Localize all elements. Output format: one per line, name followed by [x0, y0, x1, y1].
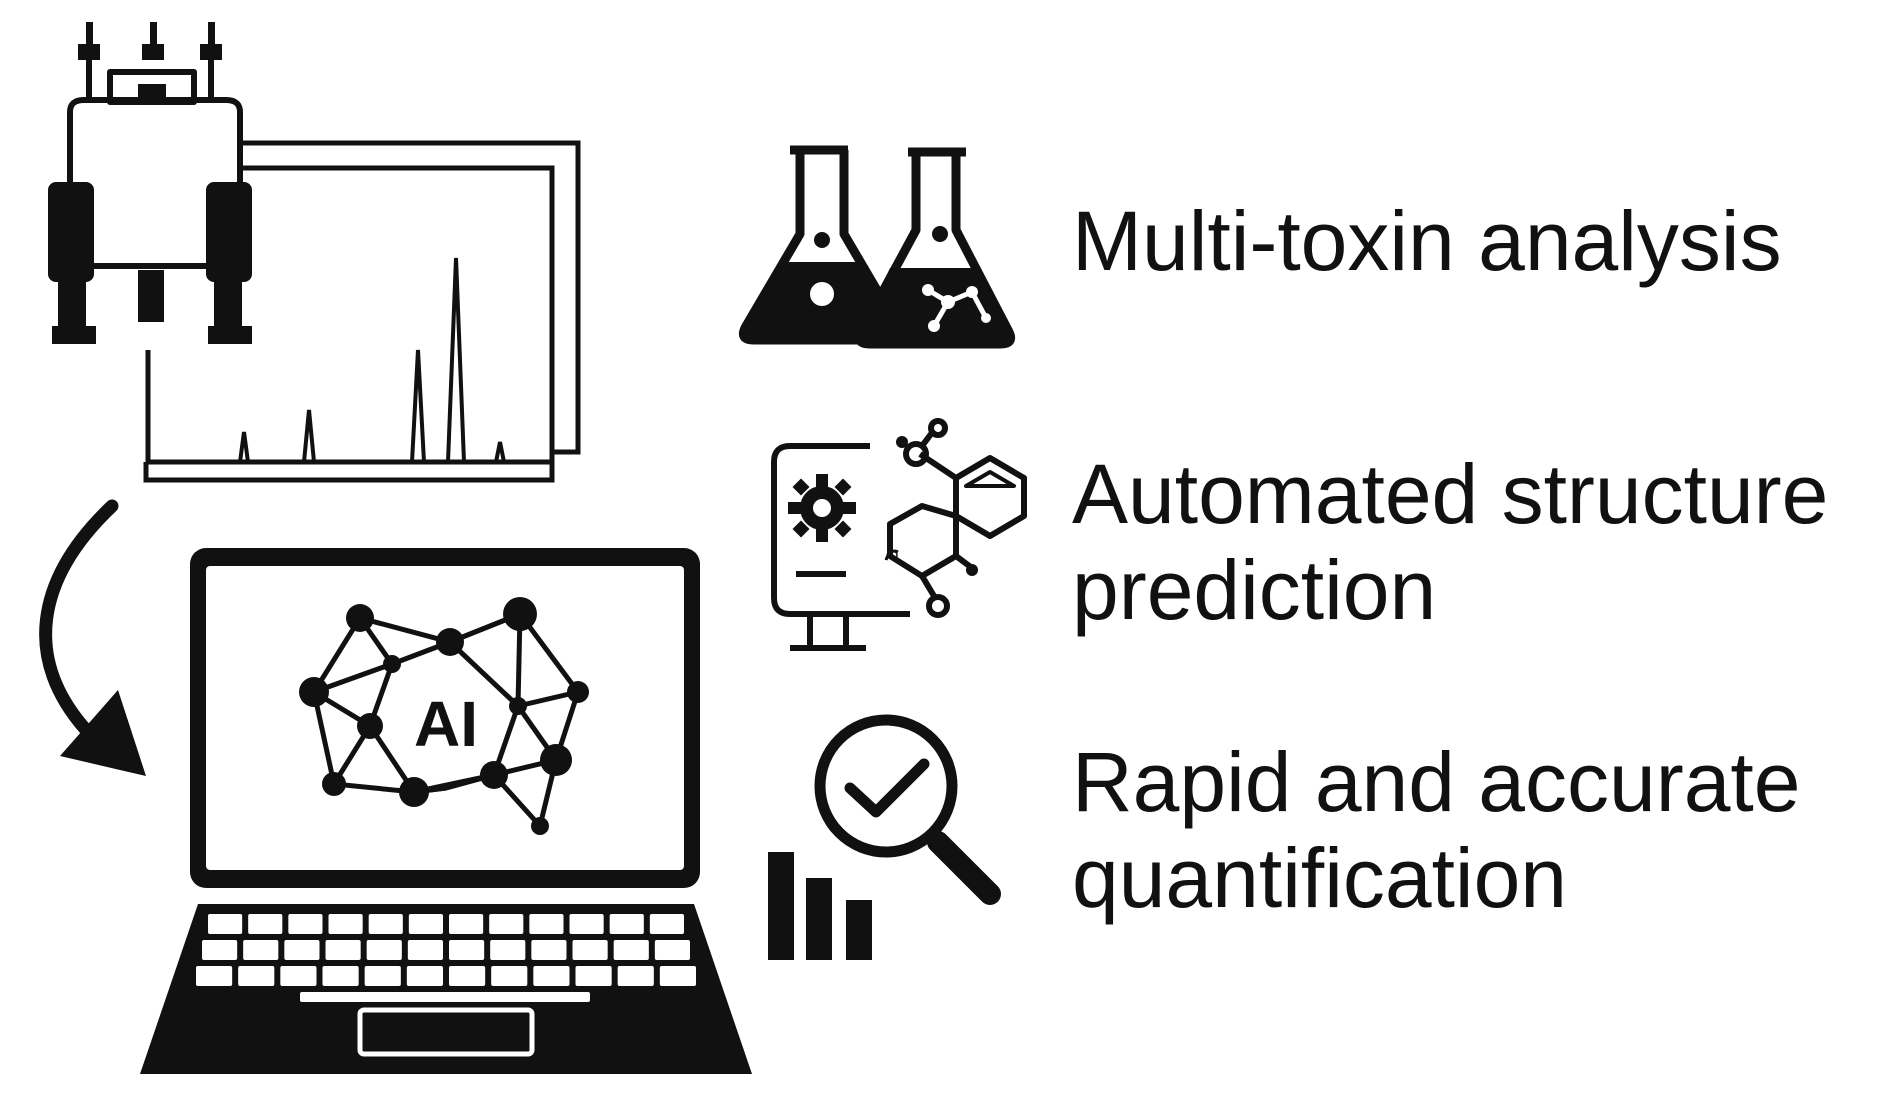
keyboard-key [569, 914, 604, 934]
feature-line: prediction [1072, 543, 1437, 637]
keyboard-key [406, 966, 443, 986]
network-nodes [299, 597, 589, 835]
flasks-icon [738, 145, 1016, 349]
keyboard-key [490, 940, 526, 960]
keyboard-key [531, 940, 567, 960]
feature-quantification: Rapid and accurate quantification [1072, 734, 1800, 926]
keyboard-key [613, 940, 649, 960]
keyboard-key [366, 940, 402, 960]
keyboard-key [449, 940, 485, 960]
laptop-icon [140, 548, 752, 1074]
keyboard-key [533, 966, 570, 986]
keyboard-key [449, 966, 486, 986]
keyboard-key [325, 940, 361, 960]
feature-multi-toxin: Multi-toxin analysis [1072, 193, 1782, 289]
feature-line: quantification [1072, 831, 1568, 925]
keyboard-key [659, 966, 696, 986]
feature-line: Rapid and accurate [1072, 735, 1801, 829]
keyboard-key [408, 914, 443, 934]
keyboard-key [368, 914, 403, 934]
keyboard-key [407, 940, 443, 960]
keyboard-key [284, 940, 320, 960]
keyboard-key [609, 914, 644, 934]
monitor-molecule-icon: /o [771, 418, 1027, 651]
curved-arrow-icon [39, 499, 146, 776]
keyboard-key [202, 940, 238, 960]
keyboard-key [572, 940, 608, 960]
keyboard-key [575, 966, 612, 986]
feature-line: Multi-toxin analysis [1072, 194, 1782, 288]
keyboard-key [288, 914, 323, 934]
keyboard-key [449, 914, 484, 934]
keyboard-key [248, 914, 283, 934]
ai-label: AI [414, 688, 478, 760]
magnifier-check-icon [768, 714, 1001, 960]
keyboard-key [238, 966, 275, 986]
keyboard-key [617, 966, 654, 986]
keyboard-key [491, 966, 528, 986]
keyboard-spacebar [300, 992, 590, 1002]
keyboard-key [243, 940, 279, 960]
feature-structure-prediction: Automated structure prediction [1072, 446, 1828, 638]
keyboard-key [654, 940, 690, 960]
keyboard-key [328, 914, 363, 934]
mass-spectrometer-icon [48, 22, 252, 344]
keyboard-key [280, 966, 317, 986]
svg-text:/o: /o [885, 547, 898, 564]
feature-line: Automated structure [1072, 447, 1829, 541]
keyboard-key [322, 966, 359, 986]
spectrum-chart-icon [143, 140, 581, 483]
keyboard-key [364, 966, 401, 986]
keyboard-key [196, 966, 233, 986]
keyboard-key [208, 914, 243, 934]
keyboard-key [529, 914, 564, 934]
keyboard-key [649, 914, 684, 934]
keyboard-key [489, 914, 524, 934]
